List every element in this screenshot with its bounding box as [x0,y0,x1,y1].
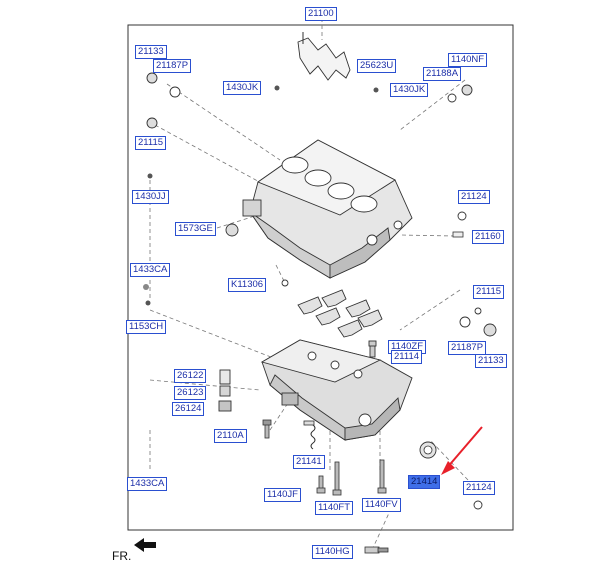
pin-part [145,300,151,306]
part-label-26124[interactable]: 26124 [172,402,205,416]
part-label-1140ft[interactable]: 1140FT [315,501,354,515]
part-label-1430jk[interactable]: 1430JK [390,83,429,97]
plug-part [146,72,158,84]
part-label-21133[interactable]: 21133 [475,354,507,368]
part-label-21188a[interactable]: 21188A [423,67,462,81]
plug-part [225,223,239,237]
part-label-1430jj[interactable]: 1430JJ [132,190,169,204]
pin-part [147,173,153,179]
part-label-21115[interactable]: 21115 [473,285,505,299]
relief-valve-parts [218,369,232,412]
part-label-21124[interactable]: 21124 [463,481,495,495]
part-label-21114[interactable]: 21114 [391,350,423,364]
part-label-1140fv[interactable]: 1140FV [362,498,401,512]
part-label-21160[interactable]: 21160 [472,230,504,244]
part-label-1140hg[interactable]: 1140HG [312,545,353,559]
part-label-1430jk[interactable]: 1430JK [223,81,262,95]
part-label-1573ge[interactable]: 1573GE [175,222,216,236]
part-label-1140nf[interactable]: 1140NF [448,53,488,67]
seal-ring-part [169,86,181,98]
highlight-arrow [441,426,483,475]
part-label-21141[interactable]: 21141 [293,455,325,469]
lower-crankcase [260,339,413,441]
part-label-1433ca[interactable]: 1433CA [130,263,171,277]
part-label-21414-highlighted[interactable]: 21414 [408,475,441,489]
part-label-21115[interactable]: 21115 [135,136,167,150]
part-label-1140jf[interactable]: 1140JF [264,488,301,502]
plug-part [146,117,158,129]
bearing-caps [297,289,383,338]
seal-ring-part [457,211,467,221]
part-label-26122[interactable]: 26122 [174,369,207,383]
part-label-2110a[interactable]: 2110A [214,429,247,443]
cylinder-block [242,139,413,287]
part-label-21187p[interactable]: 21187P [153,59,192,73]
seal-ring-part [447,93,457,103]
front-marker-label: FR. [112,549,132,563]
part-label-1433ca[interactable]: 1433CA [127,477,168,491]
pin-part [373,87,379,93]
long-bolts [316,459,387,496]
gasket-part [297,37,351,81]
spring-part [304,423,316,450]
plug-part [461,84,473,96]
part-label-26123[interactable]: 26123 [174,386,207,400]
part-label-25623u[interactable]: 25623U [357,59,397,73]
front-arrow-icon [134,538,156,552]
part-label-21100[interactable]: 21100 [305,7,337,21]
diagram-frame [127,24,514,531]
bolts [368,307,497,358]
leader-lines [149,18,469,551]
seal-ring-part [473,500,483,510]
part-label-21133[interactable]: 21133 [135,45,167,59]
part-label-1153ch[interactable]: 1153CH [126,320,167,334]
part-label-k11306[interactable]: K11306 [228,278,267,292]
dowel-part [452,231,464,238]
pin-part [143,284,149,290]
part-label-21187p[interactable]: 21187P [448,341,487,355]
pin-part [274,85,280,91]
part-label-21124[interactable]: 21124 [458,190,490,204]
